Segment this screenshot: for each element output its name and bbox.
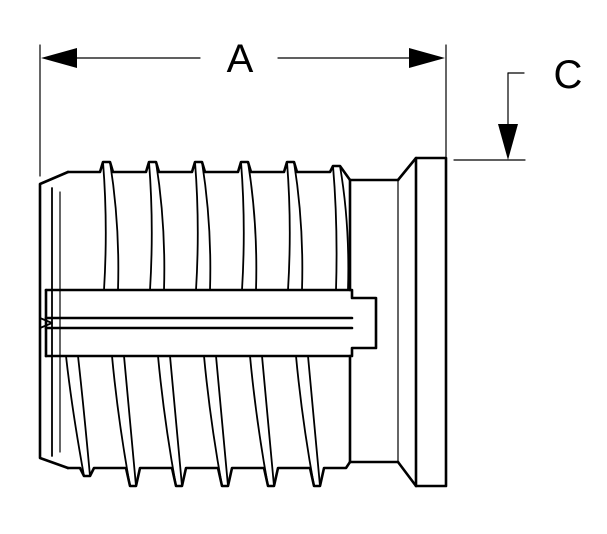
dimension-a-label: A: [227, 37, 254, 81]
insert-shank: [348, 178, 400, 464]
dimension-a-arrowhead-right: [409, 48, 445, 68]
thread-flanks-lower: [65, 355, 321, 487]
dimension-a: A: [39, 37, 447, 177]
dimension-c-label: C: [554, 53, 583, 97]
thread-crest-outline-top: [66, 160, 352, 182]
dimension-a-arrowhead-left: [41, 48, 77, 68]
insert-part: [38, 156, 448, 488]
insert-slot: [39, 288, 378, 358]
insert-nose: [38, 170, 70, 470]
thread-crest-outline-bottom: [66, 460, 352, 488]
insert-flange: [396, 156, 448, 488]
dimension-c-arrowhead: [498, 124, 518, 160]
thread-flanks-upper: [102, 161, 350, 291]
dimension-c: C: [453, 53, 583, 161]
